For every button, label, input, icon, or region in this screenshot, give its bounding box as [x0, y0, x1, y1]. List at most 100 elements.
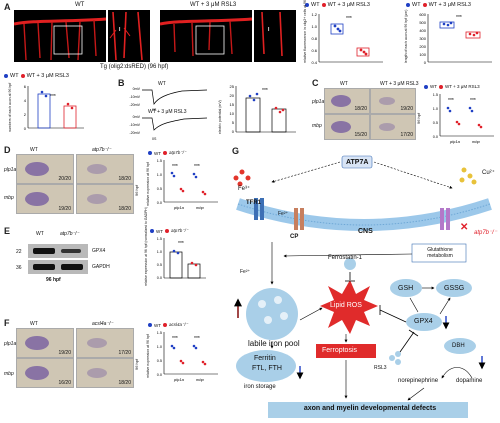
- legend-mut: atp7b⁻/⁻: [169, 150, 187, 155]
- legend-dot-wt: [150, 229, 154, 233]
- svg-text:0S: 0S: [152, 108, 157, 112]
- svg-text:1.0: 1.0: [433, 107, 438, 111]
- panel-a-wt-label: WT: [75, 2, 85, 8]
- svg-text:15: 15: [230, 102, 235, 107]
- panel-c-legend: WT WT + 3 μM RSL3: [424, 84, 480, 89]
- svg-text:600: 600: [419, 12, 426, 17]
- svg-text:plp1a: plp1a: [449, 139, 461, 144]
- bar-treat: [271, 108, 287, 133]
- svg-text:1.0: 1.0: [157, 173, 162, 177]
- atp7a-box: [341, 155, 373, 169]
- defects-label: axon and myelin developmental defects: [303, 405, 437, 412]
- panel-e-ylabel: relative expression at 96 hpf (normalize…: [144, 207, 148, 286]
- svg-text:-20mV: -20mV: [129, 103, 140, 107]
- panel-d-row-mbp: mbp: [4, 195, 14, 201]
- gsh-label: GSH: [398, 285, 414, 292]
- svg-text:300: 300: [419, 36, 426, 41]
- fluor-plot: 1.2 1.0 0.8 0.6 0.4 ***: [311, 12, 383, 65]
- gpx4-label: GPX4: [414, 318, 433, 325]
- cns-label: CNS: [358, 228, 373, 235]
- embryo-f-mut-mbp: 18/20: [76, 358, 134, 388]
- svg-text:0: 0: [232, 129, 235, 134]
- fe3-label: Fe³⁺: [238, 186, 251, 192]
- bar-wt: [245, 97, 261, 133]
- legend-dot-treat: [20, 74, 25, 78]
- panel-letter-c: C: [312, 78, 319, 88]
- legend-wt: WT: [154, 150, 161, 156]
- panel-d-row-plp1a: plp1a: [4, 167, 17, 173]
- legend-dot-wt: [148, 151, 152, 155]
- ferritin-label: Ferritin: [254, 355, 276, 362]
- panel-letter-a: A: [4, 2, 11, 12]
- panel-letter-d: D: [4, 145, 11, 155]
- svg-text:***: ***: [448, 98, 454, 104]
- svg-text:-10mV: -10mV: [129, 123, 140, 127]
- svg-text:-20mV: -20mV: [129, 131, 140, 135]
- panel-a-caption: Tg (olig2:dsRED) (96 hpf): [100, 64, 169, 70]
- legend-dot-mut: [163, 151, 167, 155]
- kda-36: 36: [16, 265, 22, 271]
- svg-text:500: 500: [419, 20, 426, 25]
- micrograph-wt-overview: [14, 10, 106, 62]
- length-legend: WT WT + 3 μM RSL3: [406, 2, 471, 8]
- roman-i-2: I: [268, 27, 270, 33]
- panel-b-rsl3: WT + 3 μM RSL3: [148, 109, 187, 115]
- svg-text:mbp: mbp: [196, 205, 205, 210]
- embryo-f-wt-plp1a: 19/20: [16, 328, 74, 358]
- fluor-tick-0: 1.2: [311, 12, 317, 17]
- svg-text:0.5: 0.5: [433, 121, 438, 125]
- svg-text:***: ***: [194, 336, 200, 342]
- lipid-ros-star: [320, 280, 378, 334]
- panel-f-wt: WT: [30, 321, 38, 327]
- box-treat: [356, 47, 370, 57]
- legend-treat: WT + 3 μM RSL3: [26, 73, 69, 79]
- svg-text:0: 0: [24, 126, 27, 131]
- svg-text:mbp: mbp: [196, 377, 205, 382]
- legend-dot-mut: [165, 229, 169, 233]
- panel-b-ylabel: electric potential (mV): [218, 100, 222, 134]
- panel-f-row-mbp: mbp: [4, 371, 14, 377]
- panel-f-ylabel: relative expression at 96 hpf: [146, 334, 150, 378]
- iron-storage-label: iron storage: [244, 384, 276, 390]
- embryo-d-wt-plp1a: 20/20: [16, 154, 74, 184]
- svg-text:1.0: 1.0: [157, 345, 162, 349]
- svg-text:✕: ✕: [460, 222, 468, 233]
- ferroptosis-box: [316, 344, 376, 358]
- panel-d-wt: WT: [30, 147, 38, 153]
- panel-f-chart: 1.5 1.0 0.5 0.0 *** *** plp1a mbp: [157, 331, 218, 382]
- legend-treat: WT + 3 μM RSL3: [327, 2, 370, 8]
- svg-text:0.0: 0.0: [157, 276, 162, 280]
- numbers-legend: WT WT + 3 μM RSL3: [4, 73, 69, 79]
- numbers-ylabel: numbers of each axon at 96 hpf: [8, 82, 12, 132]
- svg-text:***: ***: [172, 164, 178, 170]
- svg-text:20: 20: [230, 93, 235, 98]
- legend-treat: WT + 3 μM RSL3: [428, 2, 471, 8]
- panel-f-row-plp1a: plp1a: [4, 341, 17, 347]
- panel-d-mut: atp7b⁻/⁻: [92, 147, 112, 153]
- dbh-label: DBH: [452, 343, 465, 349]
- panel-c-row-mbp: mbp: [312, 123, 322, 129]
- svg-text:***: ***: [262, 88, 268, 94]
- svg-text:0.5: 0.5: [157, 359, 162, 363]
- panel-f-mut: acsl4a⁻/⁻: [92, 321, 114, 327]
- svg-text:25: 25: [230, 84, 235, 89]
- legend-mut: atp7b⁻/⁻: [171, 228, 189, 233]
- bar-wt: [37, 93, 51, 129]
- tfr1-label: TFR1: [246, 200, 261, 206]
- legend-wt: WT: [311, 2, 320, 8]
- bar-treat: [63, 105, 77, 129]
- panel-e-legend: WT atp7b⁻/⁻: [150, 228, 188, 234]
- bar-wt: [169, 251, 183, 279]
- svg-text:0.0: 0.0: [157, 201, 162, 205]
- panel-d-side: 96 hpf: [134, 184, 139, 196]
- embryo-c-rsl3-mbp: 17/20: [370, 114, 416, 140]
- atp7b-label: atp7b⁻/⁻: [474, 230, 498, 236]
- lipid-ros-label: Lipid ROS: [330, 302, 362, 309]
- length-plot: 600 500 400 300 200 100 0 ***: [419, 12, 492, 65]
- panel-b-wt: WT: [158, 81, 166, 87]
- svg-text:1.5: 1.5: [157, 331, 162, 335]
- glutathione-box: [411, 243, 467, 263]
- svg-text:plp1a: plp1a: [173, 205, 185, 210]
- panel-f-legend: WT acsl4a⁻/⁻: [148, 322, 188, 328]
- panel-d-legend: WT atp7b⁻/⁻: [148, 150, 186, 156]
